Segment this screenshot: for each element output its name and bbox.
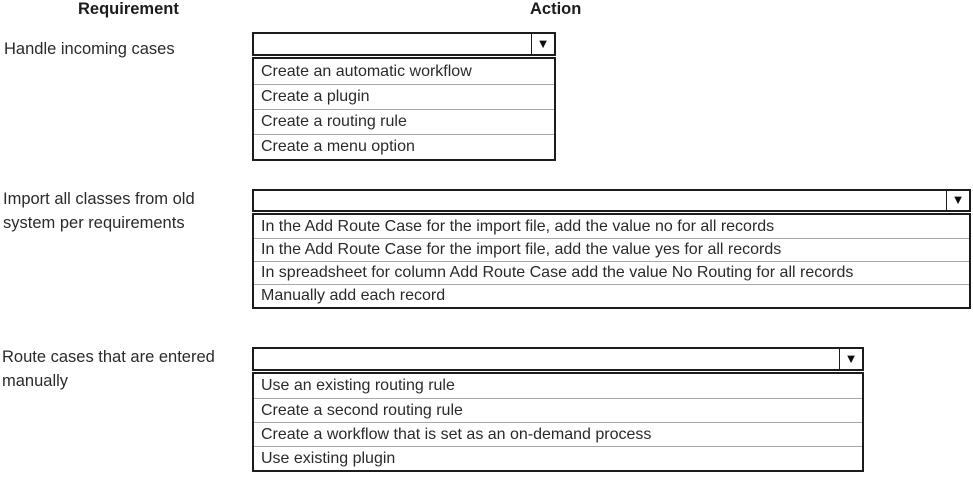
action-dropdown-1[interactable]: ▼	[252, 32, 556, 56]
dropdown-selected-value-3[interactable]	[254, 358, 839, 360]
chevron-down-icon: ▼	[951, 192, 965, 207]
dropdown-option[interactable]: Manually add each record	[254, 284, 969, 307]
action-dropdown-3[interactable]: ▼	[252, 347, 864, 371]
dropdown-options-list-2: In the Add Route Case for the import fil…	[252, 213, 971, 309]
chevron-down-icon: ▼	[536, 35, 550, 51]
dropdown-option[interactable]: Create a workflow that is set as an on-d…	[254, 422, 862, 446]
chevron-down-icon: ▼	[844, 350, 858, 366]
dropdown-options-list-1: Create an automatic workflow Create a pl…	[252, 57, 556, 161]
dropdown-option[interactable]: Create a menu option	[254, 134, 554, 159]
dropdown-selected-value-1[interactable]	[254, 43, 531, 45]
requirement-label-route-cases-manually: Route cases that are entered manually	[2, 348, 215, 390]
action-column-header: Action	[530, 0, 582, 18]
dropdown-selected-value-2[interactable]	[254, 200, 946, 202]
dropdown-arrow-button-3[interactable]: ▼	[839, 349, 862, 369]
dropdown-options-list-3: Use an existing routing rule Create a se…	[252, 372, 864, 472]
requirement-column-header: Requirement	[78, 0, 179, 18]
requirement-label-import-all-classes: Import all classes from old system per r…	[3, 190, 195, 232]
action-dropdown-2[interactable]: ▼	[252, 189, 971, 212]
dropdown-option[interactable]: In spreadsheet for column Add Route Case…	[254, 261, 969, 284]
dropdown-option[interactable]: Create a second routing rule	[254, 398, 862, 422]
requirement-label-handle-incoming-cases: Handle incoming cases	[4, 40, 175, 58]
dropdown-option[interactable]: Use an existing routing rule	[254, 374, 862, 398]
dropdown-option[interactable]: Create an automatic workflow	[254, 59, 554, 84]
dropdown-option[interactable]: Create a routing rule	[254, 109, 554, 134]
dropdown-option[interactable]: Create a plugin	[254, 84, 554, 109]
dropdown-arrow-button-2[interactable]: ▼	[946, 191, 969, 210]
dropdown-option[interactable]: Use existing plugin	[254, 446, 862, 470]
dropdown-arrow-button-1[interactable]: ▼	[531, 34, 554, 54]
dropdown-option[interactable]: In the Add Route Case for the import fil…	[254, 215, 969, 238]
dropdown-option[interactable]: In the Add Route Case for the import fil…	[254, 238, 969, 261]
